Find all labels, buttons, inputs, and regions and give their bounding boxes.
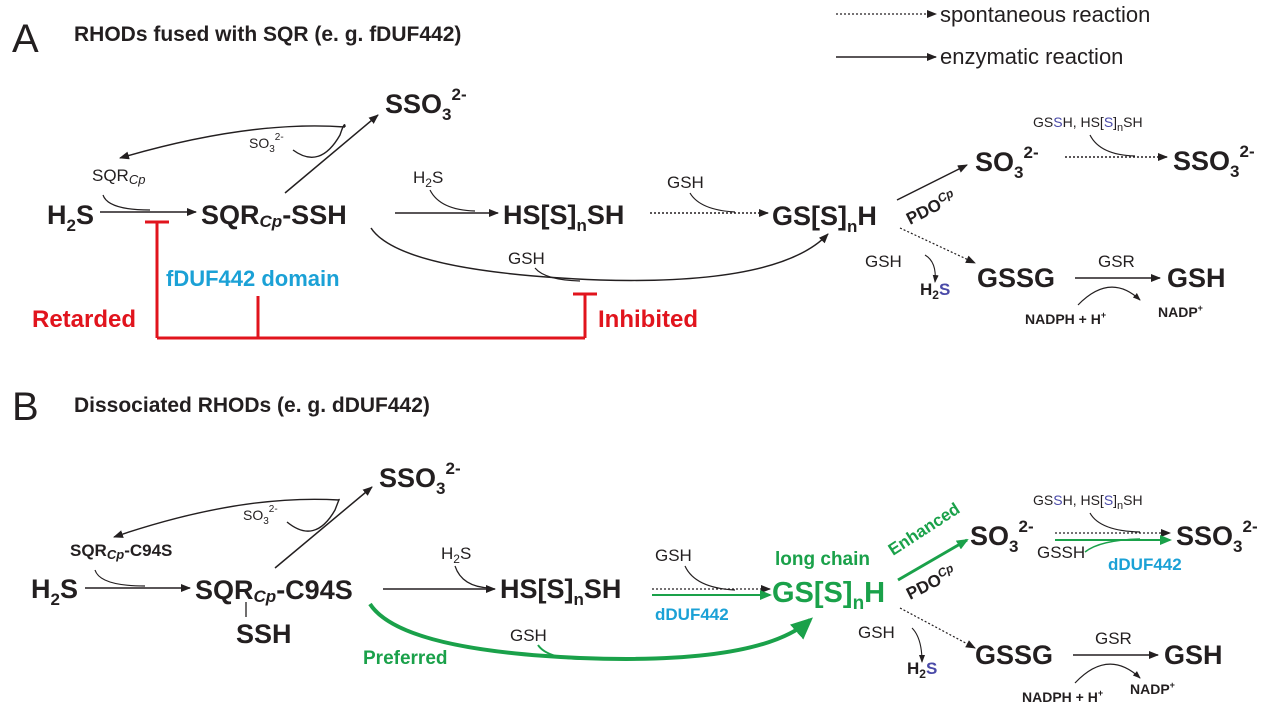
sqr-c94s-label: SQRCp-C94S bbox=[70, 541, 172, 562]
legend: spontaneous reaction enzymatic reaction bbox=[836, 2, 1150, 69]
nadph-cofactor: NADPH + H+ bbox=[1025, 310, 1106, 327]
glutathione-persulfide-b: GS[S]nH bbox=[772, 577, 885, 614]
gssg-product-b: GSSG bbox=[975, 640, 1053, 670]
sqr-cofactor-curve bbox=[102, 194, 151, 211]
nadp-product: NADP+ bbox=[1158, 303, 1203, 320]
gsr-enzyme: GSR bbox=[1098, 252, 1135, 271]
polysulfide-cofactor: GSSH, HS[S]nSH bbox=[1033, 114, 1143, 134]
polysulfide-cofactor-b: GSSH, HS[S]nSH bbox=[1033, 492, 1143, 512]
h2s-cofactor-b: H2S bbox=[441, 544, 471, 566]
nadp-product-b: NADP+ bbox=[1130, 680, 1175, 697]
so3-cofactor-b: SO32- bbox=[243, 504, 278, 527]
sqr-c94s-intermediate: SQRCp-C94S bbox=[195, 575, 353, 606]
h2s-cofactor: H2S bbox=[413, 168, 443, 190]
glutathione-persulfide: GS[S]nH bbox=[772, 201, 877, 236]
so3-loop-curve-b bbox=[286, 498, 340, 532]
gsh-side-cofactor-b: GSH bbox=[858, 623, 895, 642]
gsh-product-b: GSH bbox=[1164, 640, 1223, 670]
h2s-released-b: H2S bbox=[907, 659, 937, 681]
sqr-enzyme-label: SQRCp bbox=[92, 166, 145, 187]
h2s-cofactor-curve-b bbox=[454, 565, 491, 589]
legend-spontaneous-label: spontaneous reaction bbox=[940, 2, 1150, 27]
arrow-to-so3 bbox=[896, 164, 968, 201]
inhibition-bracket bbox=[145, 220, 597, 340]
sqr-ssh-intermediate: SQRCp-SSH bbox=[201, 200, 347, 231]
arrow-to-sso3-b bbox=[274, 486, 373, 569]
dduf442-mid-label: dDUF442 bbox=[655, 605, 729, 624]
arrow-enhanced-so3 bbox=[897, 538, 969, 582]
polysulfide-cofactor-curve-b bbox=[1089, 512, 1141, 533]
polysulfide: HS[S]nSH bbox=[503, 200, 624, 235]
gsh-cofactor-top: GSH bbox=[667, 173, 704, 192]
sqr-cofactor-curve-b bbox=[94, 569, 146, 587]
inhibited-label: Inhibited bbox=[598, 306, 698, 333]
panel-a-letter: A bbox=[12, 17, 39, 61]
arrow-loop-back bbox=[119, 125, 346, 160]
legend-enzymatic-label: enzymatic reaction bbox=[940, 44, 1123, 69]
arrow-direct-transfer bbox=[370, 227, 829, 282]
nadph-cofactor-curve bbox=[1077, 286, 1141, 306]
nadph-cofactor-curve-b bbox=[1074, 663, 1141, 684]
sulfite-product-b: SO32- bbox=[970, 517, 1034, 556]
nadph-cofactor-b: NADPH + H+ bbox=[1022, 688, 1103, 705]
thiosulfate-product: SSO32- bbox=[1173, 142, 1255, 181]
so3-cofactor: SO32- bbox=[249, 132, 284, 155]
gssh-lower-cofactor: GSSH bbox=[1037, 543, 1085, 562]
sulfite-product: SO32- bbox=[975, 143, 1039, 182]
dduf442-right-label: dDUF442 bbox=[1108, 555, 1182, 574]
panel-b-title: Dissociated RHODs (e. g. dDUF442) bbox=[74, 394, 430, 417]
preferred-label: Preferred bbox=[363, 648, 448, 669]
arrow-to-gssg-b bbox=[899, 607, 976, 649]
gsh-cofactor-bottom-curve bbox=[534, 267, 581, 282]
panel-b-letter: B bbox=[12, 385, 39, 429]
h2s-substrate-b: H2S bbox=[31, 574, 78, 609]
pdo-enzyme-label-b: PDOCp bbox=[902, 561, 959, 604]
arrow-to-sso3 bbox=[284, 114, 379, 194]
panel-a: A RHODs fused with SQR (e. g. fDUF442) H… bbox=[12, 17, 1255, 340]
h2s-released: H2S bbox=[920, 280, 950, 302]
gsh-side-cofactor: GSH bbox=[865, 252, 902, 271]
fduf442-domain-label: fDUF442 domain bbox=[166, 266, 340, 291]
long-chain-label: long chain bbox=[775, 549, 870, 570]
h2s-release-curve-b bbox=[911, 627, 925, 663]
panel-b: B Dissociated RHODs (e. g. dDUF442) H2S … bbox=[12, 385, 1258, 705]
sso3-product: SSO32- bbox=[385, 85, 467, 124]
gsh-cofactor-top-curve-b bbox=[684, 565, 736, 591]
gssh-lower-curve bbox=[1084, 538, 1141, 553]
polysulfide-cofactor-curve bbox=[1089, 134, 1136, 157]
gsh-cofactor-top-b: GSH bbox=[655, 546, 692, 565]
gssg-product: GSSG bbox=[977, 263, 1055, 293]
h2s-substrate: H2S bbox=[47, 200, 94, 235]
pdo-enzyme-label: PDOCp bbox=[902, 186, 959, 229]
thiosulfate-product-b: SSO32- bbox=[1176, 517, 1258, 556]
polysulfide-b: HS[S]nSH bbox=[500, 574, 621, 609]
sso3-product-b: SSO32- bbox=[379, 459, 461, 498]
gsh-cofactor-top-curve bbox=[689, 192, 736, 213]
arrow-loop-back-b bbox=[113, 498, 340, 538]
so3-loop-curve bbox=[292, 124, 346, 158]
ssh-group: SSH bbox=[236, 619, 292, 649]
panel-a-title: RHODs fused with SQR (e. g. fDUF442) bbox=[74, 23, 461, 46]
gsh-cofactor-bottom-b: GSH bbox=[510, 626, 547, 645]
arrow-to-gssg bbox=[899, 227, 976, 264]
gsh-product: GSH bbox=[1167, 263, 1226, 293]
gsh-cofactor-bottom: GSH bbox=[508, 249, 545, 268]
gsh-cofactor-bottom-curve-b bbox=[537, 644, 591, 661]
arrow-preferred-transfer bbox=[368, 602, 813, 661]
retarded-label: Retarded bbox=[32, 306, 136, 333]
h2s-release-curve bbox=[924, 254, 939, 283]
gsr-enzyme-b: GSR bbox=[1095, 629, 1132, 648]
h2s-cofactor-curve bbox=[429, 189, 476, 212]
